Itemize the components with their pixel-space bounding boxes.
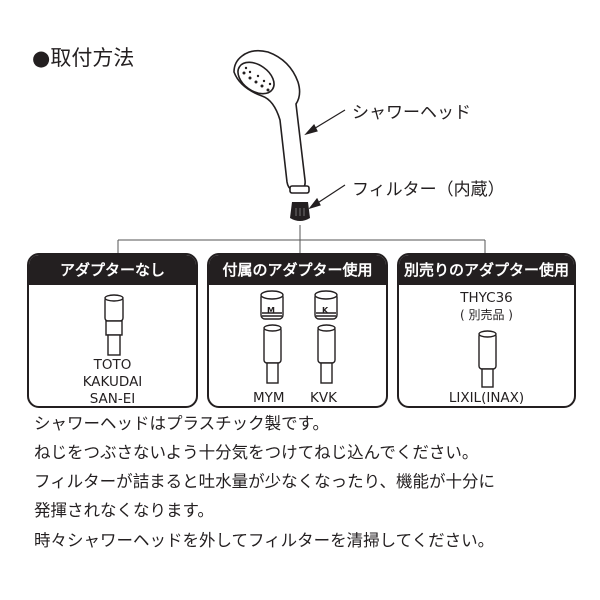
box-header: 別売りのアダプター使用 <box>399 255 574 285</box>
part-note: ( 別売品 ) <box>460 308 513 322</box>
hose-fitting-icon <box>317 324 336 384</box>
pointer-arrows <box>304 109 346 210</box>
sold-separately-adapter-box: 別売りのアダプター使用 THYC36 ( 別売品 ) LIXIL(INAX) <box>397 253 576 408</box>
brand-toto: TOTO <box>93 357 132 373</box>
connector-lines <box>117 225 486 253</box>
hose-fitting-icon <box>104 294 124 356</box>
part-number: THYC36 <box>460 290 513 306</box>
note-4: 発揮されなくなります。 <box>34 501 214 520</box>
box-header: アダプターなし <box>29 255 196 285</box>
hose-fitting-icon <box>263 324 282 384</box>
hose-fitting-icon <box>478 330 497 388</box>
no-adapter-box: アダプターなし TOTO KAKUDAI SAN-EI <box>27 253 198 408</box>
note-3: フィルターが詰まると吐水量が少なくなったり、機能が十分に <box>34 472 496 491</box>
adapter-k-icon <box>314 290 338 320</box>
section-title: ●取付方法 <box>32 46 135 70</box>
shower-head-label: シャワーヘッド <box>352 103 471 123</box>
filter-icon <box>290 202 310 221</box>
note-2: ねじをつぶさないよう十分気をつけてねじ込んでください。 <box>34 443 479 462</box>
adapters-illustration <box>260 290 338 384</box>
brand-lixil: LIXIL(INAX) <box>448 390 525 406</box>
adapter-m-mark: M <box>267 306 275 315</box>
shower-head-icon <box>233 49 310 194</box>
brand-kakudai: KAKUDAI <box>82 374 143 390</box>
box-header: 付属のアダプター使用 <box>209 255 386 285</box>
note-1: シャワーヘッドはプラスチック製です。 <box>34 414 330 433</box>
included-adapter-box: 付属のアダプター使用 M K MYM KVK <box>207 253 388 408</box>
adapter-k-mark: K <box>322 306 329 315</box>
brand-mym: MYM <box>253 390 285 406</box>
adapter-m-icon <box>260 290 284 320</box>
brand-san-ei: SAN-EI <box>89 391 136 407</box>
brand-kvk: KVK <box>310 390 337 406</box>
filter-label: フィルター（内蔵） <box>352 180 505 200</box>
note-5: 時々シャワーヘッドを外してフィルターを清掃してください。 <box>34 531 495 550</box>
